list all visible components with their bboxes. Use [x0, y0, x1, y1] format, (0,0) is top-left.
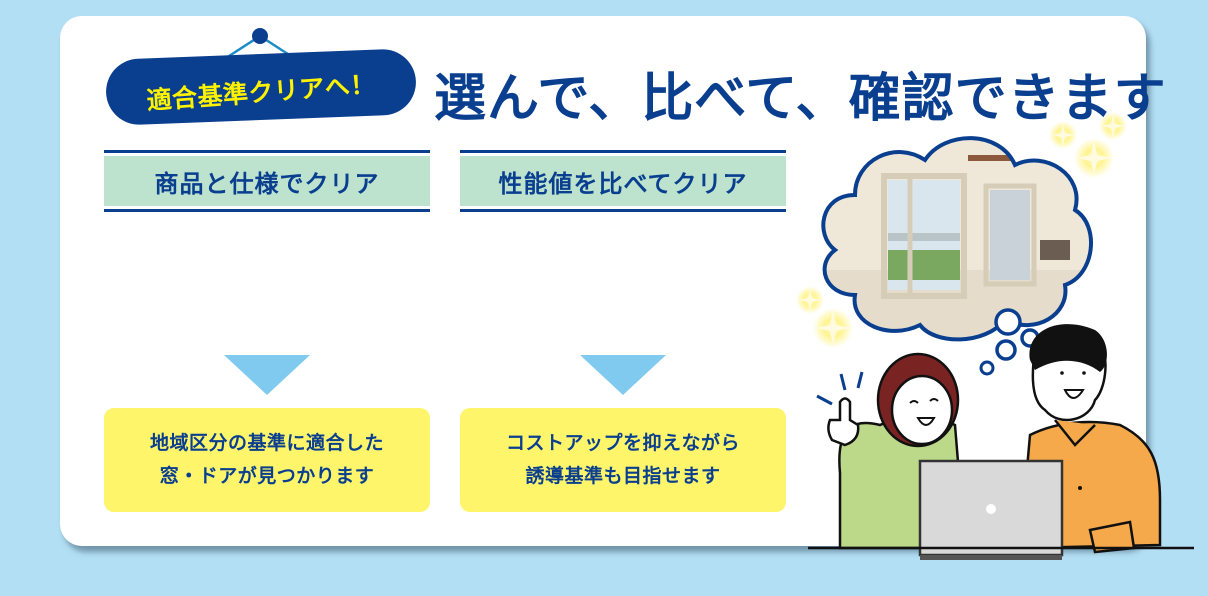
arrow-down-icon	[224, 355, 310, 395]
tag-badge: 適合基準クリアへ！	[100, 24, 420, 134]
woman-pointing	[816, 352, 967, 550]
page-title: 選んで、比べて、確認できます	[434, 69, 1167, 129]
column-performance-compare: 性能値を比べてクリア コストアップを抑えながら 誘導基準も目指せます	[460, 150, 786, 512]
result-box: コストアップを抑えながら 誘導基準も目指せます	[460, 408, 786, 512]
tag-label: 適合基準クリアへ！	[145, 69, 377, 116]
result-box: 地域区分の基準に適合した 窓・ドアが見つかります	[104, 408, 430, 512]
arrow-down-icon	[580, 355, 666, 395]
result-line: 窓・ドアが見つかります	[159, 465, 375, 487]
column-product-spec: 商品と仕様でクリア 地域区分の基準に適合した 窓・ドアが見つかります	[104, 150, 430, 512]
result-line: コストアップを抑えながら	[505, 432, 740, 454]
result-line: 誘導基準も目指せます	[525, 465, 721, 487]
laptop-icon	[918, 459, 1064, 560]
tag-pill: 適合基準クリアへ！	[104, 48, 418, 126]
column-header: 性能値を比べてクリア	[460, 150, 786, 212]
column-header: 商品と仕様でクリア	[104, 150, 430, 212]
illustration	[796, 112, 1194, 560]
thought-bubble	[821, 136, 1093, 376]
column-header-label: 商品と仕様でクリア	[154, 169, 380, 198]
column-header-label: 性能値を比べてクリア	[498, 169, 748, 198]
sparkle-icon	[796, 112, 1127, 348]
result-line: 地域区分の基準に適合した	[149, 432, 384, 454]
